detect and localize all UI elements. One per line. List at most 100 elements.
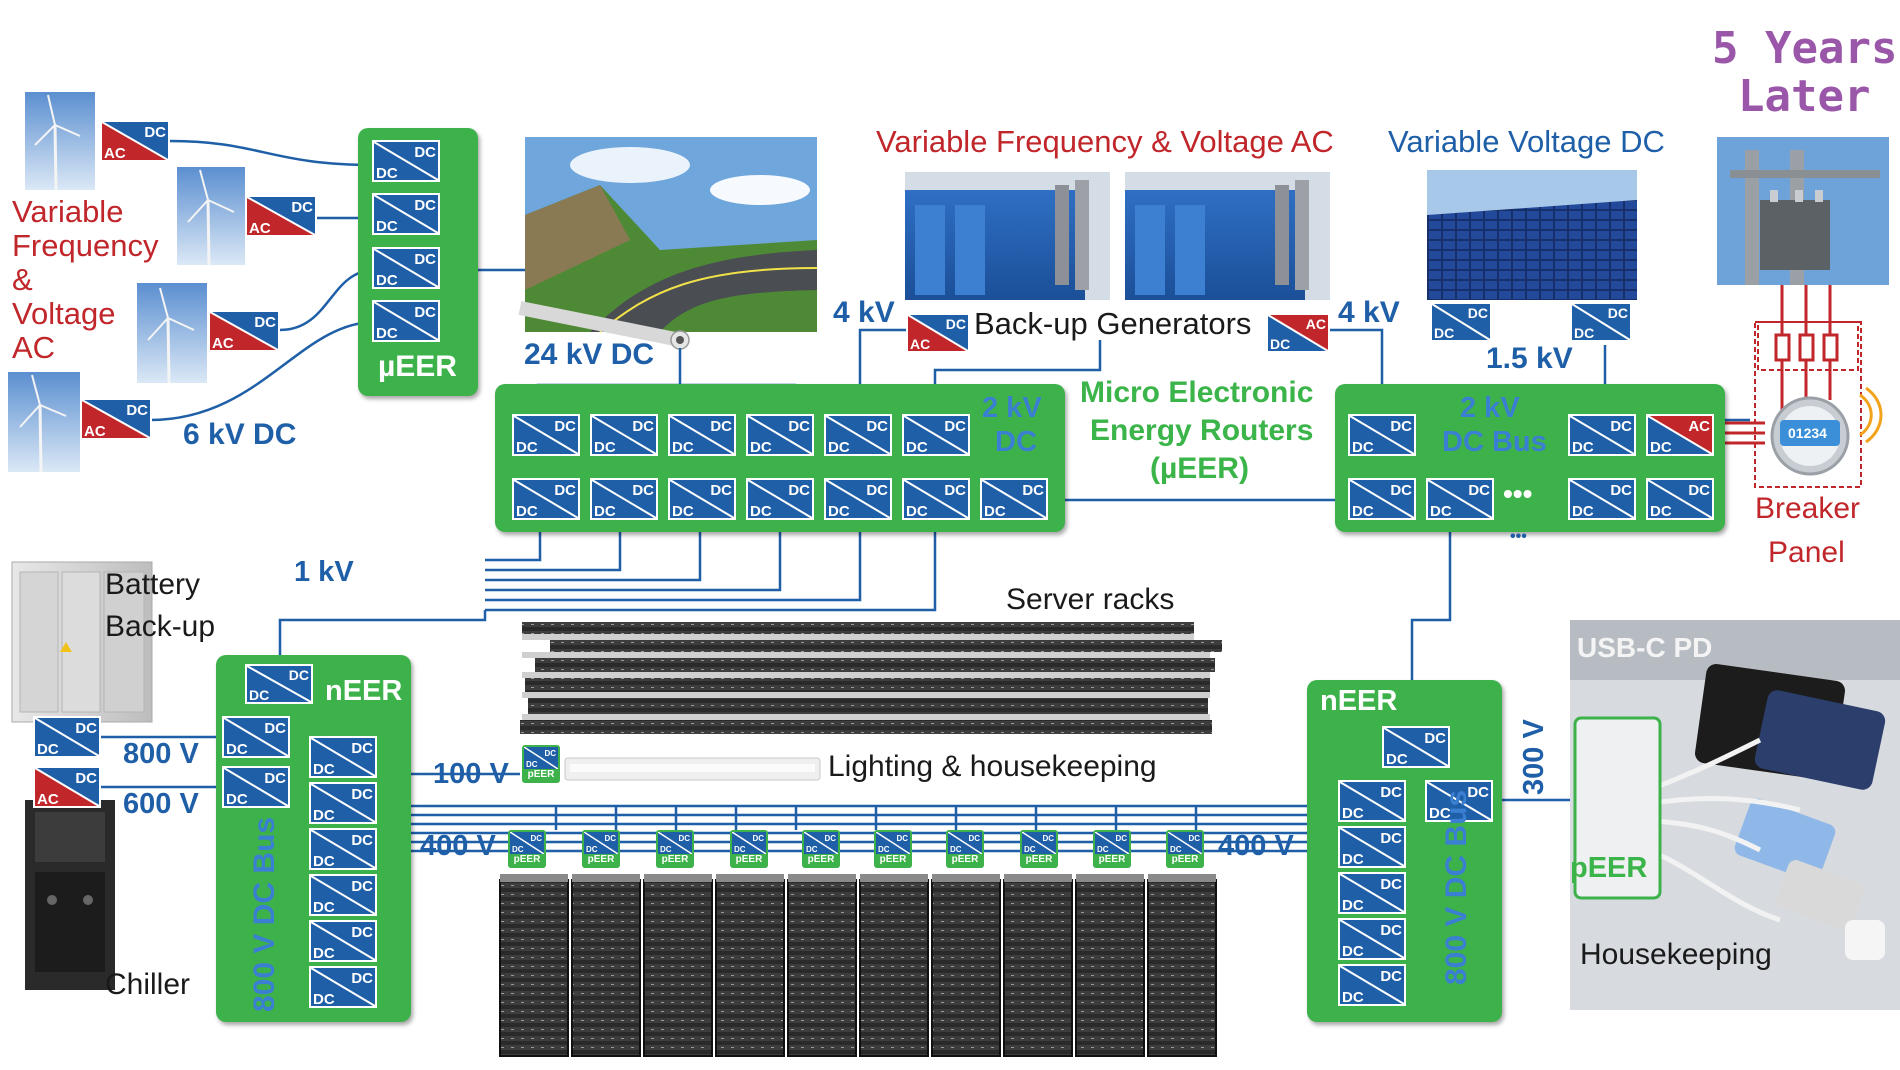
converter-neer-right-stack-3-in-label: DC — [1342, 897, 1364, 914]
converter-center-bottom-3-in-label: DC — [672, 503, 694, 520]
kv4-right-label: 4 kV — [1338, 296, 1400, 329]
kv2-dc-label-1: 2 kV — [982, 392, 1042, 424]
converter-neer-left-stack-3-in-label: DC — [313, 853, 335, 870]
kv4-left-label: 4 kV — [833, 296, 895, 329]
converter-generator-2-in-label: DC — [1270, 336, 1290, 352]
converter-right-top-2-out-label: DC — [1610, 418, 1632, 435]
converter-turbine-2-in-label: AC — [249, 220, 271, 237]
var-freq-left-4: Voltage — [12, 296, 116, 331]
converter-neer-left-top-out-label: DC — [289, 667, 309, 683]
v400-right-label: 400 V — [1218, 830, 1294, 862]
converter-center-bottom-3-out-label: DC — [710, 482, 732, 499]
converter-center-bottom-1-out-label: DC — [554, 482, 576, 499]
converter-center-bottom-5-in-label: DC — [828, 503, 850, 520]
converter-ueer-2-in-label: DC — [376, 218, 398, 235]
converter-ueer-4-out-label: DC — [414, 304, 436, 321]
server-rack-2 — [571, 879, 641, 1057]
converter-center-top-5-in-label: DC — [828, 439, 850, 456]
server-rack-7 — [931, 879, 1001, 1057]
converter-neer-left-stack-1-in-label: DC — [313, 761, 335, 778]
converter-center-bottom-6-in-label: DC — [906, 503, 928, 520]
peer-rack-8-in-label: DC — [1024, 845, 1036, 854]
server-rack-row — [499, 874, 1217, 1057]
converter-generator-1-out-label: DC — [946, 316, 966, 332]
converter-neer-left-stack-4-in-label: DC — [313, 899, 335, 916]
server-rack-top-8 — [1004, 874, 1072, 882]
converter-turbine-4-out-label: DC — [126, 402, 148, 419]
kv2-bus-label-1: 2 kV — [1460, 392, 1520, 424]
converter-right-top-3-out-label: AC — [1688, 418, 1710, 435]
server-rack-top-9 — [1076, 874, 1144, 882]
micro-title-3: (µEER) — [1150, 452, 1249, 485]
server-rack-10 — [1147, 879, 1217, 1057]
converter-neer-right-stack-4-out-label: DC — [1380, 922, 1402, 939]
converter-turbine-1-in-label: AC — [104, 145, 126, 162]
converter-neer-left-stack-3-out-label: DC — [351, 832, 373, 849]
lighting-tube — [564, 757, 821, 781]
kv15-label: 1.5 kV — [1486, 342, 1573, 375]
v800-label: 800 V — [123, 738, 199, 770]
generator-photo-2 — [1125, 172, 1330, 300]
dc-bus-800-left: 800 V DC Bus — [248, 816, 281, 1012]
lighting-label: Lighting & housekeeping — [828, 750, 1157, 783]
converter-right-bottom-4-out-label: DC — [1688, 482, 1710, 499]
usbc-photo — [1570, 620, 1900, 1010]
solar-panel-photo — [1427, 170, 1637, 300]
converter-neer-left-stack-2-in-label: DC — [313, 807, 335, 824]
wind-turbine-1 — [25, 92, 95, 191]
server-rack-top-7 — [932, 874, 1000, 882]
converter-center-bottom-3: DC DC — [668, 478, 736, 520]
converter-center-top-3-out-label: DC — [710, 418, 732, 435]
server-rack-top-4 — [716, 874, 784, 882]
kv2-dc-label-2: DC — [995, 426, 1037, 458]
meter-display: 01234 — [1788, 425, 1827, 441]
server-rack-top-5 — [788, 874, 856, 882]
server-rack-top-6 — [860, 874, 928, 882]
micro-title-1: Micro Electronic — [1080, 376, 1314, 409]
converter-neer-right-stack-1-in-label: DC — [1342, 805, 1364, 822]
neer-left-label: nEER — [325, 675, 403, 707]
server-rack-9 — [1075, 879, 1145, 1057]
converter-neer-left-stack-5-in-label: DC — [313, 945, 335, 962]
converter-right-bottom-2-out-label: DC — [1468, 482, 1490, 499]
dc-bus-800-right: 800 V DC Bus — [1440, 789, 1473, 985]
peer-rack-6-label: pEER — [879, 854, 907, 865]
converter-ueer-3-out-label: DC — [414, 251, 436, 268]
peer-rack-10-out-label: DC — [1188, 834, 1200, 843]
var-freq-left-2: Frequency — [12, 228, 159, 263]
peer-rack-7-label: pEER — [951, 854, 979, 865]
converter-center-bottom-7-out-label: DC — [1022, 482, 1044, 499]
converter-center-top-4-in-label: DC — [750, 439, 772, 456]
kv1-label: 1 kV — [294, 556, 354, 588]
converter-right-bottom-2-in-label: DC — [1430, 503, 1452, 520]
peer-rack-3-label: pEER — [661, 854, 689, 865]
converter-right-bottom-3-out-label: DC — [1610, 482, 1632, 499]
converter-neer-right-stack-2-in-label: DC — [1342, 851, 1364, 868]
var-freq-left-3: & — [12, 262, 33, 297]
converter-neer-right-stack-5-out-label: DC — [1380, 968, 1402, 985]
peer-rack-1-out-label: DC — [530, 834, 542, 843]
kv6-label: 6 kV DC — [183, 418, 297, 451]
converter-chiller-in-label: AC — [37, 791, 59, 808]
peer-rack-7-out-label: DC — [968, 834, 980, 843]
peer-rack-8-out-label: DC — [1042, 834, 1054, 843]
ueer-label: µEER — [378, 350, 457, 383]
peer-rack-2-in-label: DC — [586, 845, 598, 854]
peer-rack-4-in-label: DC — [734, 845, 746, 854]
